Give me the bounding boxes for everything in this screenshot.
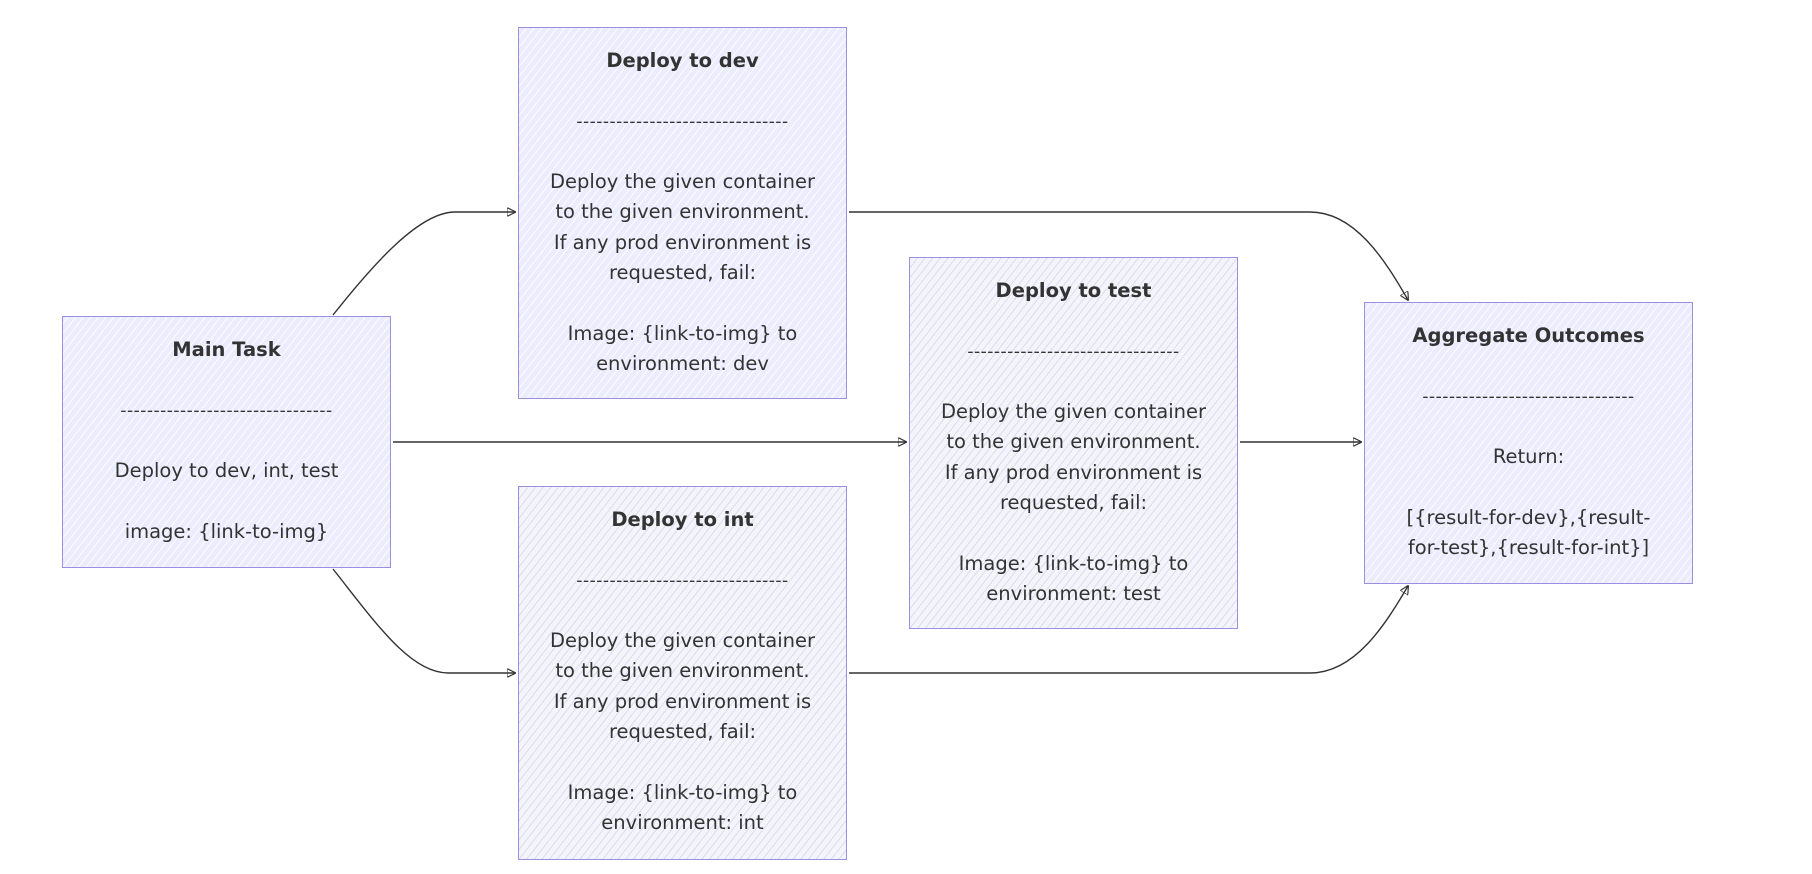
node-deploy-int-line: Deploy the given container [550,629,815,653]
node-aggregate-outcomes-line: [{result-for-dev},{result- [1406,505,1651,529]
node-deploy-int-line: If any prod environment is [553,689,812,713]
node-deploy-int-line: to the given environment. [555,659,810,683]
edge-main-to-int [332,568,515,673]
node-aggregate-outcomes-content: Aggregate Outcomes ---------------------… [1365,321,1692,563]
node-deploy-test-separator: -------------------------------- [967,341,1180,362]
node-main-task-line [63,486,390,516]
node-deploy-test[interactable]: Deploy to test -------------------------… [909,257,1238,629]
edge-main-to-dev [332,212,515,316]
node-deploy-int[interactable]: Deploy to int --------------------------… [518,486,847,860]
node-aggregate-outcomes-title: Aggregate Outcomes [1412,324,1645,347]
node-deploy-int-line: requested, fail: [608,720,757,744]
node-main-task-separator: -------------------------------- [120,400,333,421]
node-main-task-line: image: {link-to-img} [124,519,329,543]
node-deploy-dev[interactable]: Deploy to dev --------------------------… [518,27,847,399]
node-aggregate-outcomes-line: Return: [1492,445,1565,469]
node-deploy-dev-separator: -------------------------------- [576,111,789,132]
node-deploy-int-line [519,747,846,777]
node-deploy-test-title: Deploy to test [995,279,1152,302]
node-deploy-dev-line: to the given environment. [555,200,810,224]
edge-dev-to-aggregate [849,211,1408,300]
node-deploy-dev-line: environment: dev [596,351,769,375]
node-deploy-dev-line: Image: {link-to-img} to [567,321,798,345]
node-aggregate-outcomes[interactable]: Aggregate Outcomes ---------------------… [1364,302,1693,584]
node-aggregate-outcomes-line [1365,472,1692,502]
node-deploy-test-line [910,518,1237,548]
node-deploy-int-title: Deploy to int [611,508,754,531]
node-main-task-line: Deploy to dev, int, test [114,459,339,483]
node-deploy-test-line: requested, fail: [999,491,1148,515]
node-main-task-content: Main Task ------------------------------… [63,335,390,547]
node-main-task-title: Main Task [172,338,281,361]
node-deploy-dev-title: Deploy to dev [606,49,759,72]
node-deploy-test-line: Image: {link-to-img} to [958,551,1189,575]
node-deploy-dev-line: If any prod environment is [553,230,812,254]
node-deploy-dev-line: requested, fail: [608,261,757,285]
edge-int-to-aggregate [849,586,1408,674]
node-deploy-test-line: environment: test [986,581,1161,605]
node-deploy-test-line: If any prod environment is [944,460,1203,484]
node-deploy-test-line: to the given environment. [946,430,1201,454]
node-deploy-dev-content: Deploy to dev --------------------------… [519,46,846,379]
node-deploy-int-line: environment: int [601,810,764,834]
node-deploy-test-line: Deploy the given container [941,400,1206,424]
node-aggregate-outcomes-separator: -------------------------------- [1422,386,1635,407]
node-aggregate-outcomes-line: for-test},{result-for-int}] [1407,536,1650,560]
node-deploy-dev-line [519,288,846,318]
node-deploy-int-line: Image: {link-to-img} to [567,780,798,804]
node-main-task[interactable]: Main Task ------------------------------… [62,316,391,568]
node-deploy-int-content: Deploy to int --------------------------… [519,505,846,838]
node-deploy-int-separator: -------------------------------- [576,570,789,591]
node-deploy-test-content: Deploy to test -------------------------… [910,276,1237,609]
node-deploy-dev-line: Deploy the given container [550,170,815,194]
